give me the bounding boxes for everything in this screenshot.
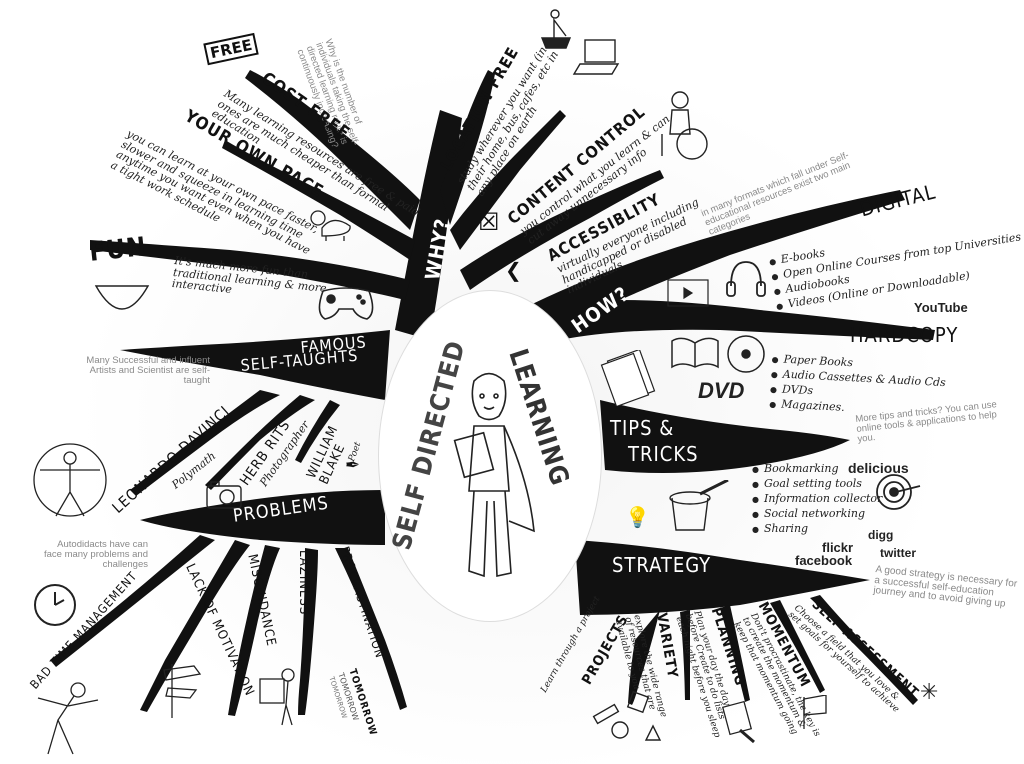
lazy-person-icon: [259, 668, 295, 726]
laptop-beach-icon: [540, 9, 620, 75]
famous-note: Many Successful and influent Artists and…: [86, 355, 210, 386]
clock-icon: [34, 584, 76, 626]
magazines-icon: [600, 350, 656, 406]
crossed-box-icon: ☒: [478, 208, 500, 236]
tips-item: Sharing: [752, 522, 882, 537]
video-player-icon: [667, 279, 709, 307]
tips-item: Bookmarking: [752, 462, 882, 477]
tips-item: Goal setting tools: [752, 477, 882, 492]
open-book-icon: [671, 337, 719, 369]
target-icon: [876, 474, 921, 510]
facebook-logo: facebook: [795, 553, 853, 568]
ear-icon: ❮: [505, 258, 522, 282]
smile-icon: [94, 285, 150, 310]
digg-logo: digg: [868, 528, 894, 542]
flickr-logo: flickr: [822, 540, 854, 555]
tips-item: Information collector: [752, 492, 882, 507]
vitruvian-man-icon: [33, 443, 107, 517]
hardcopy-title: HARDCOPY: [850, 323, 959, 347]
fun-title: FUN: [87, 231, 149, 268]
youtube-logo: YouTube: [914, 300, 968, 315]
gamepad-icon: [318, 287, 374, 320]
cd-disc-icon: [727, 335, 765, 373]
notepad-icon: [721, 700, 755, 744]
magic-hat-icon: [669, 480, 729, 531]
sparkle-icon: ✳: [920, 680, 939, 705]
lightbulb-icon: 💡: [625, 505, 650, 529]
falling-person-icon: [37, 682, 99, 755]
problems-note: Autodidacts have can face many problems …: [43, 539, 148, 570]
quill-lamp-icon: ✒: [345, 455, 361, 476]
tips-node-label-2[interactable]: TRICKS: [628, 442, 699, 466]
tips-list: Bookmarking Goal setting tools Informati…: [752, 462, 882, 537]
wheelchair-icon: [661, 91, 708, 160]
tips-node-label-1[interactable]: TIPS &: [610, 416, 675, 440]
flag-icon: [803, 695, 827, 729]
dvd-logo: DVD: [698, 378, 745, 403]
laziness: LAZINESS: [296, 550, 311, 616]
turtle-icon: [310, 210, 351, 241]
headphones-icon: [726, 261, 766, 297]
twitter-logo: twitter: [880, 546, 916, 560]
delicious-logo: delicious: [848, 460, 909, 476]
signpost-icon: [163, 664, 202, 718]
shapes-icon: [592, 690, 662, 741]
central-node[interactable]: SELF DIRECTED LEARNING: [378, 290, 602, 622]
tips-item: Social networking: [752, 507, 882, 522]
strategy-node-label[interactable]: STRATEGY: [612, 553, 712, 577]
camera-icon: [206, 481, 242, 509]
superhero-icon: [453, 372, 535, 578]
